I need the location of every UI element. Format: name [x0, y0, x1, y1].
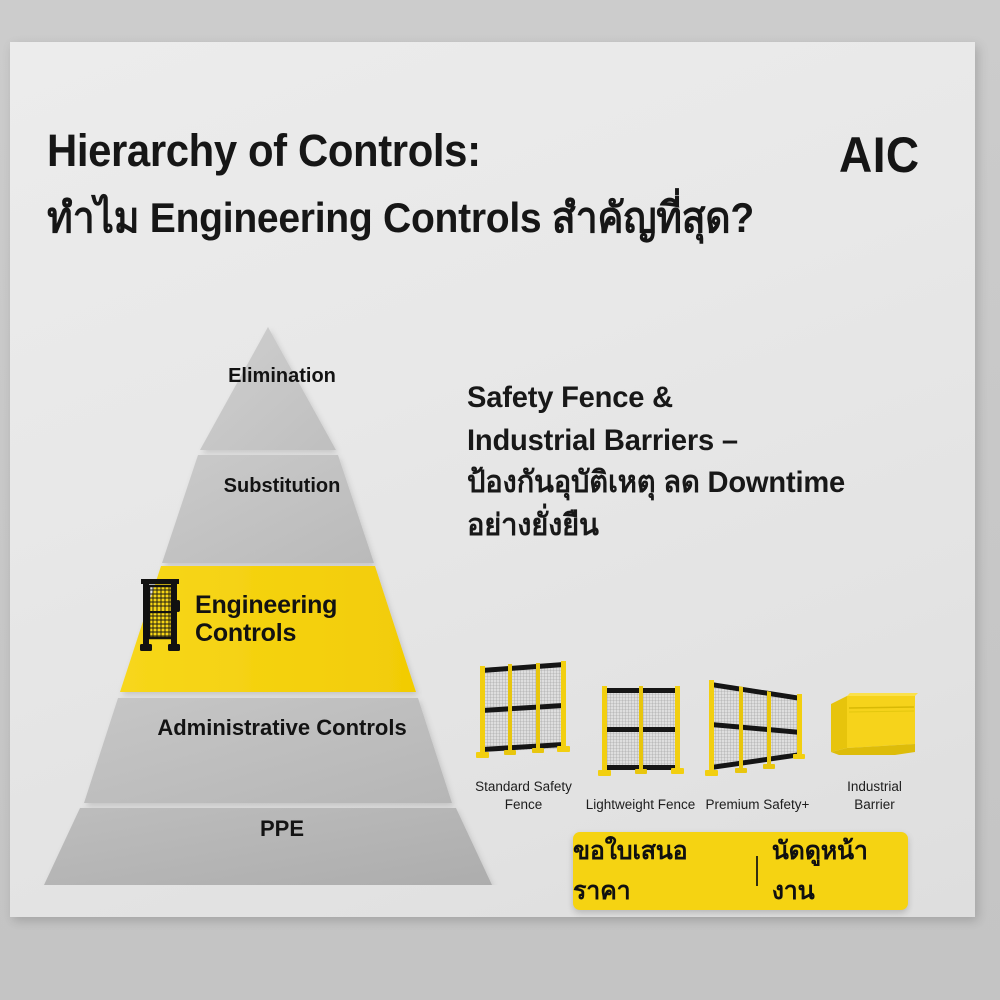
product-caption: Premium Safety+ [702, 796, 814, 814]
product-gallery: Standard Safety Fence [465, 650, 935, 814]
mesh-fence-2panel-icon [592, 668, 690, 786]
product-caption: Standard Safety Fence [468, 778, 580, 814]
cta-label-site-visit: นัดดูหน้างาน [771, 837, 868, 905]
product-card[interactable]: Premium Safety+ [699, 668, 816, 814]
product-card[interactable]: Standard Safety Fence [465, 650, 582, 814]
hierarchy-of-controls-pyramid: Elimination Substitution [22, 285, 542, 885]
pyramid-shapes [44, 327, 492, 885]
product-caption: Lightweight Fence [585, 796, 697, 814]
product-card[interactable]: Lightweight Fence [582, 668, 699, 814]
pyramid-level-ppe [44, 808, 492, 885]
jersey-barrier-icon [825, 650, 925, 768]
brand-logo-aic: AIC [839, 127, 920, 183]
lead-line-2: Industrial Barriers – [467, 423, 738, 457]
pyramid-level-substitution [162, 455, 374, 563]
product-caption-line1: Lightweight Fence [585, 797, 696, 813]
pyramid-level-administrative-controls [84, 698, 452, 803]
lead-line-3: ป้องกันอุบัติเหตุ ลด Downtime [467, 466, 846, 500]
lead-headline: Safety Fence & Industrial Barriers – ป้อ… [467, 377, 937, 547]
pyramid-level-elimination [200, 327, 336, 450]
cta-label-quote: ขอใบเสนอราคา [573, 837, 688, 905]
product-caption-line1: Premium Safety+ [705, 797, 810, 813]
pyramid-level-engineering-controls [120, 566, 416, 692]
cta-separator [755, 856, 758, 886]
lead-line-1: Safety Fence & [467, 381, 673, 414]
product-caption-line1: Industrial [847, 779, 902, 794]
page-title-thai: ทำไม Engineering Controls สำคัญที่สุด? [47, 194, 754, 241]
product-caption: Industrial Barrier [819, 778, 931, 814]
product-caption-line2: Barrier [854, 797, 895, 813]
cta-button[interactable]: ขอใบเสนอราคา นัดดูหน้างาน [573, 832, 908, 910]
product-caption-line1: Standard Safety [475, 779, 572, 794]
mesh-fence-4panel-icon [703, 668, 813, 786]
product-card[interactable]: Industrial Barrier [816, 650, 933, 814]
lead-line-4: อย่างยั่งยืน [467, 508, 599, 542]
header-titles: Hierarchy of Controls: ทำไม Engineering … [47, 128, 807, 240]
slide-card: Hierarchy of Controls: ทำไม Engineering … [10, 42, 975, 917]
product-caption-line2: Fence [504, 797, 543, 813]
page-title-english: Hierarchy of Controls: [47, 125, 481, 176]
mesh-fence-3panel-icon [472, 650, 576, 768]
